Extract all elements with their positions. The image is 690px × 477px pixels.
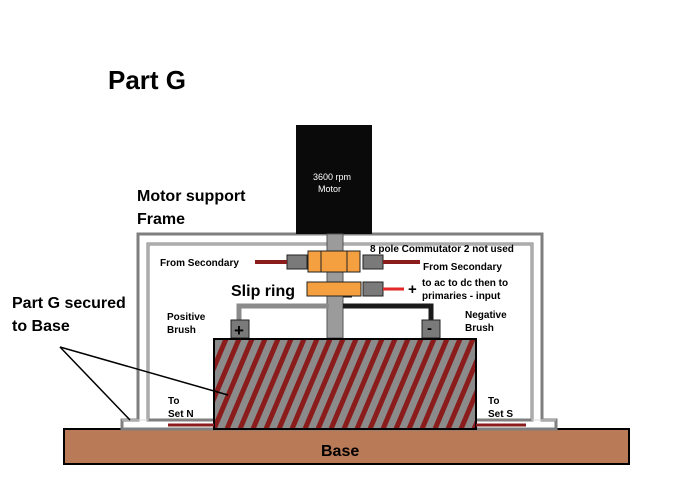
secured-pointer-left <box>59 346 131 421</box>
coil-winding <box>341 340 385 428</box>
coil-winding <box>539 339 577 429</box>
base-label: Base <box>321 443 359 460</box>
coil-winding <box>328 340 372 428</box>
positive-brush-label-line2: Brush <box>167 325 196 336</box>
motor-label-line1: 3600 rpm <box>313 172 351 182</box>
positive-brush-label-line1: Positive <box>167 312 206 323</box>
motor-label-line2: Motor <box>318 184 341 194</box>
motor: 3600 rpm Motor <box>296 125 372 234</box>
coil-winding <box>250 340 294 428</box>
slip-ring-plus-sign: + <box>408 281 417 298</box>
negative-brush-wire <box>343 303 434 322</box>
to-set-n-label-line2: Set N <box>168 409 194 420</box>
coil-winding <box>393 340 437 428</box>
to-set-n-label-line1: To <box>168 396 179 407</box>
coil-winding <box>302 340 346 428</box>
left-commutator-brush <box>286 254 308 270</box>
coil-winding <box>315 340 359 428</box>
coil-winding <box>215 340 229 372</box>
coil-winding <box>380 340 424 428</box>
coil-windings <box>215 339 577 429</box>
slip-ring <box>306 281 362 297</box>
frame-label-line1: Motor support <box>137 188 246 205</box>
commutator-label: 8 pole Commutator 2 not used <box>370 244 514 255</box>
coil-winding <box>406 340 450 428</box>
to-set-s-label-line1: To <box>488 396 499 407</box>
coil-winding <box>432 340 475 428</box>
slip-ring-label: Slip ring <box>231 283 295 300</box>
coil-winding <box>445 358 475 428</box>
negative-brush-label-line2: Brush <box>465 323 494 334</box>
secured-label-line1: Part G secured <box>12 295 126 312</box>
negative-brush-label-line1: Negative <box>465 310 507 321</box>
coil-winding <box>276 340 320 428</box>
positive-brush-wire <box>236 303 329 322</box>
coil-winding <box>419 340 463 428</box>
frame-label-line2: Frame <box>137 211 185 228</box>
coil-winding <box>237 340 281 428</box>
coil-winding <box>458 389 475 428</box>
right-commutator-brush <box>362 254 384 270</box>
from-secondary-right-label: From Secondary <box>423 262 502 273</box>
coil-winding <box>215 340 255 428</box>
coil-assembly <box>213 338 577 430</box>
negative-brush: - <box>421 319 441 339</box>
secured-pointer-right <box>59 346 229 396</box>
positive-terminal-sign: + <box>234 321 244 340</box>
coil-winding <box>354 340 398 428</box>
ac-dc-label-line2: primaries - input <box>422 291 501 302</box>
slip-ring-brush <box>362 281 384 297</box>
secured-label-line2: to Base <box>12 318 70 335</box>
diagram-title: Part G <box>108 65 186 95</box>
coil-winding <box>263 340 307 428</box>
ac-dc-label-line1: to ac to dc then to <box>422 278 508 289</box>
from-secondary-left-label: From Secondary <box>160 258 239 269</box>
to-set-s-label-line2: Set S <box>488 409 513 420</box>
commutator <box>307 250 361 273</box>
coil-winding <box>367 340 411 428</box>
positive-brush: + <box>230 319 250 340</box>
coil-winding <box>224 340 268 428</box>
coil-winding <box>215 340 242 403</box>
negative-terminal-sign: - <box>427 320 432 337</box>
base: Base <box>63 428 630 465</box>
coil-winding <box>289 340 333 428</box>
